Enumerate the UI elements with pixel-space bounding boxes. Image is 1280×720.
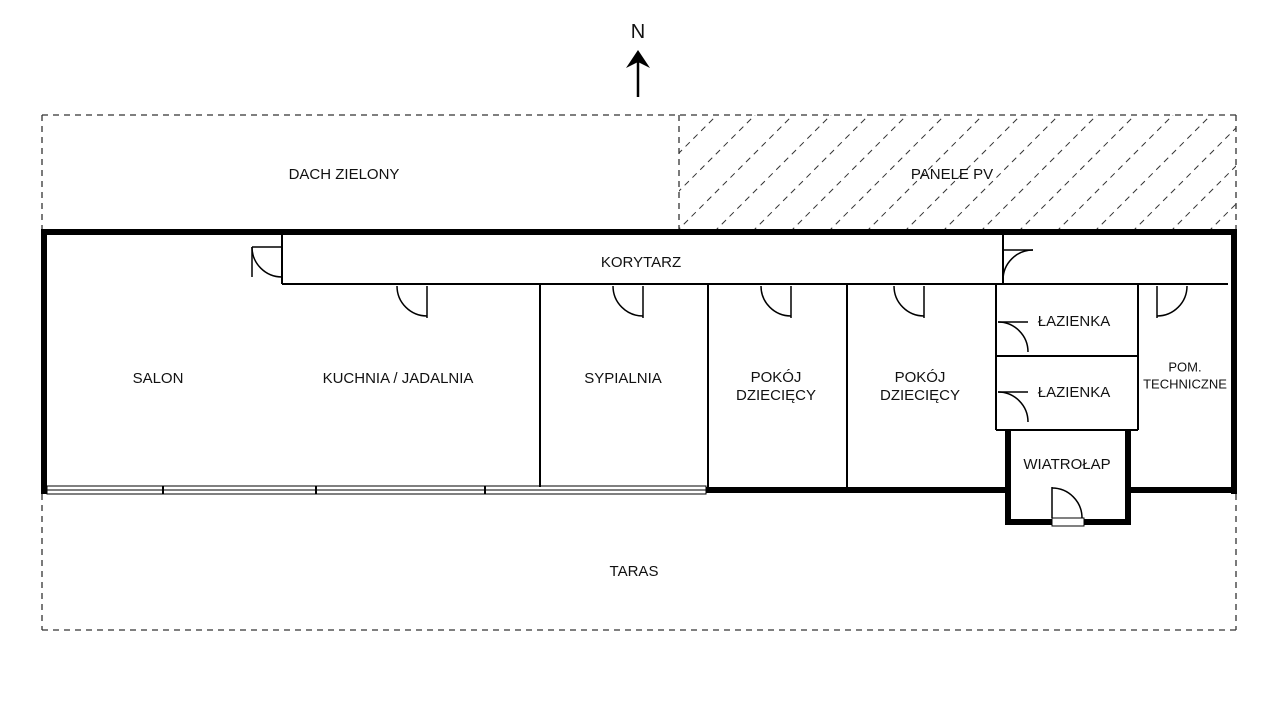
technical-room-label-line1: POM. xyxy=(1168,359,1201,374)
door-bedroom xyxy=(612,285,644,318)
kitchen-dining-label: KUCHNIA / JADALNIA xyxy=(323,370,474,387)
kids-room-2-label-line2: DZIECIĘCY xyxy=(880,387,960,404)
door-entry-hall xyxy=(251,246,283,278)
pv-hatch-line xyxy=(1017,115,1136,232)
south-windows xyxy=(46,485,1085,527)
north-arrow: N xyxy=(626,21,650,97)
pv-hatch-line xyxy=(751,115,870,232)
corridor-label: KORYTARZ xyxy=(601,254,681,271)
pv-panels-label: PANELE PV xyxy=(911,166,993,183)
pv-hatch-line xyxy=(1093,115,1212,232)
door-vestibule xyxy=(1051,487,1083,519)
bathroom-2-label: ŁAZIENKA xyxy=(1038,384,1111,401)
roof-outline xyxy=(41,114,1237,232)
pv-hatch-line xyxy=(979,115,1098,232)
north-label: N xyxy=(631,21,645,43)
pv-hatch-line xyxy=(679,115,794,230)
north-arrow-head xyxy=(626,50,650,68)
pv-hatch-line xyxy=(1246,115,1280,232)
door-corridor-partition xyxy=(1002,249,1034,281)
kids-room-2-label-line1: POKÓJ xyxy=(895,369,946,386)
door-bathroom-1 xyxy=(997,321,1029,353)
kids-room-1-label-line2: DZIECIĘCY xyxy=(736,387,816,404)
door-bathroom-2 xyxy=(997,391,1029,423)
exterior-walls xyxy=(41,229,1237,525)
living-room-label: SALON xyxy=(133,370,184,387)
pv-hatch-line xyxy=(941,115,1060,232)
pv-hatch-line xyxy=(679,115,718,154)
pv-hatch-line xyxy=(865,115,984,232)
kids-room-1-label-line1: POKÓJ xyxy=(751,369,802,386)
pv-hatch xyxy=(679,115,1280,232)
green-roof-label: DACH ZIELONY xyxy=(289,166,400,183)
pv-hatch-line xyxy=(1131,127,1236,232)
bathroom-1-label: ŁAZIENKA xyxy=(1038,313,1111,330)
door-kitchen xyxy=(396,285,428,318)
door-technical xyxy=(1156,285,1188,318)
pv-hatch-line xyxy=(827,115,946,232)
terrace-label: TARAS xyxy=(610,563,659,580)
pv-hatch-line xyxy=(679,115,680,116)
pv-hatch-line xyxy=(713,115,832,232)
pv-hatch-line xyxy=(679,115,756,192)
bedroom-label: SYPIALNIA xyxy=(584,370,662,387)
vestibule-label: WIATROŁAP xyxy=(1023,456,1110,473)
door-kids-room-1 xyxy=(760,285,792,318)
pv-hatch-line xyxy=(903,115,1022,232)
doors xyxy=(251,246,1188,519)
technical-room-label-line2: TECHNICZNE xyxy=(1143,376,1227,391)
interior-walls xyxy=(281,232,1228,490)
pv-hatch-line xyxy=(1055,115,1174,232)
door-kids-room-2 xyxy=(893,285,925,318)
labels: DACH ZIELONY PANELE PV KORYTARZ SALON KU… xyxy=(133,166,1228,580)
pv-hatch-line xyxy=(789,115,908,232)
terrace-outline xyxy=(41,494,1237,631)
pv-hatch-line xyxy=(1169,165,1236,232)
pv-hatch-line xyxy=(1207,203,1236,232)
